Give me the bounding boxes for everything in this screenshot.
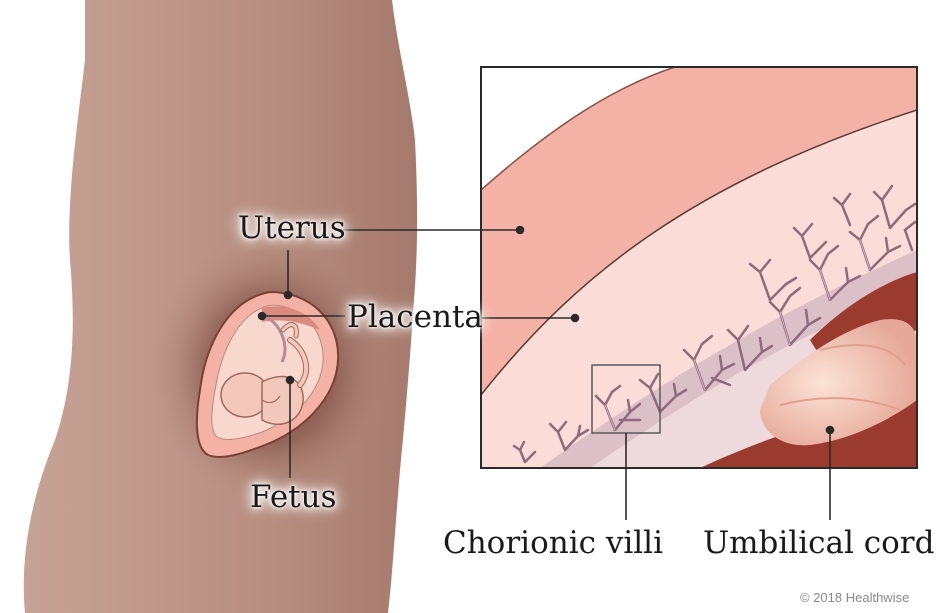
fetus-shape bbox=[220, 322, 310, 425]
copyright-notice: © 2018 Healthwise bbox=[800, 590, 910, 605]
umbilical-cord-label: Umbilical cord bbox=[703, 525, 935, 561]
fetus-leader-dot bbox=[285, 375, 295, 385]
uterus-with-fetus bbox=[195, 290, 340, 458]
uterus-label: Uterus bbox=[238, 210, 346, 246]
placenta-small-leader-dot bbox=[257, 311, 267, 321]
leader-lines bbox=[257, 225, 835, 520]
villi-fill bbox=[604, 239, 871, 431]
inset-frame bbox=[480, 66, 918, 469]
chorionic-villi-label: Chorionic villi bbox=[443, 525, 664, 561]
umbilical-cord-leader-dot bbox=[825, 425, 835, 435]
fetus-label: Fetus bbox=[250, 479, 337, 515]
uterus-leader-dot bbox=[515, 225, 525, 235]
magnified-inset bbox=[481, 67, 917, 468]
placenta-label: Placenta bbox=[347, 299, 483, 335]
placenta-leader-dot bbox=[570, 313, 580, 323]
uterus-small-leader-dot bbox=[283, 290, 293, 300]
